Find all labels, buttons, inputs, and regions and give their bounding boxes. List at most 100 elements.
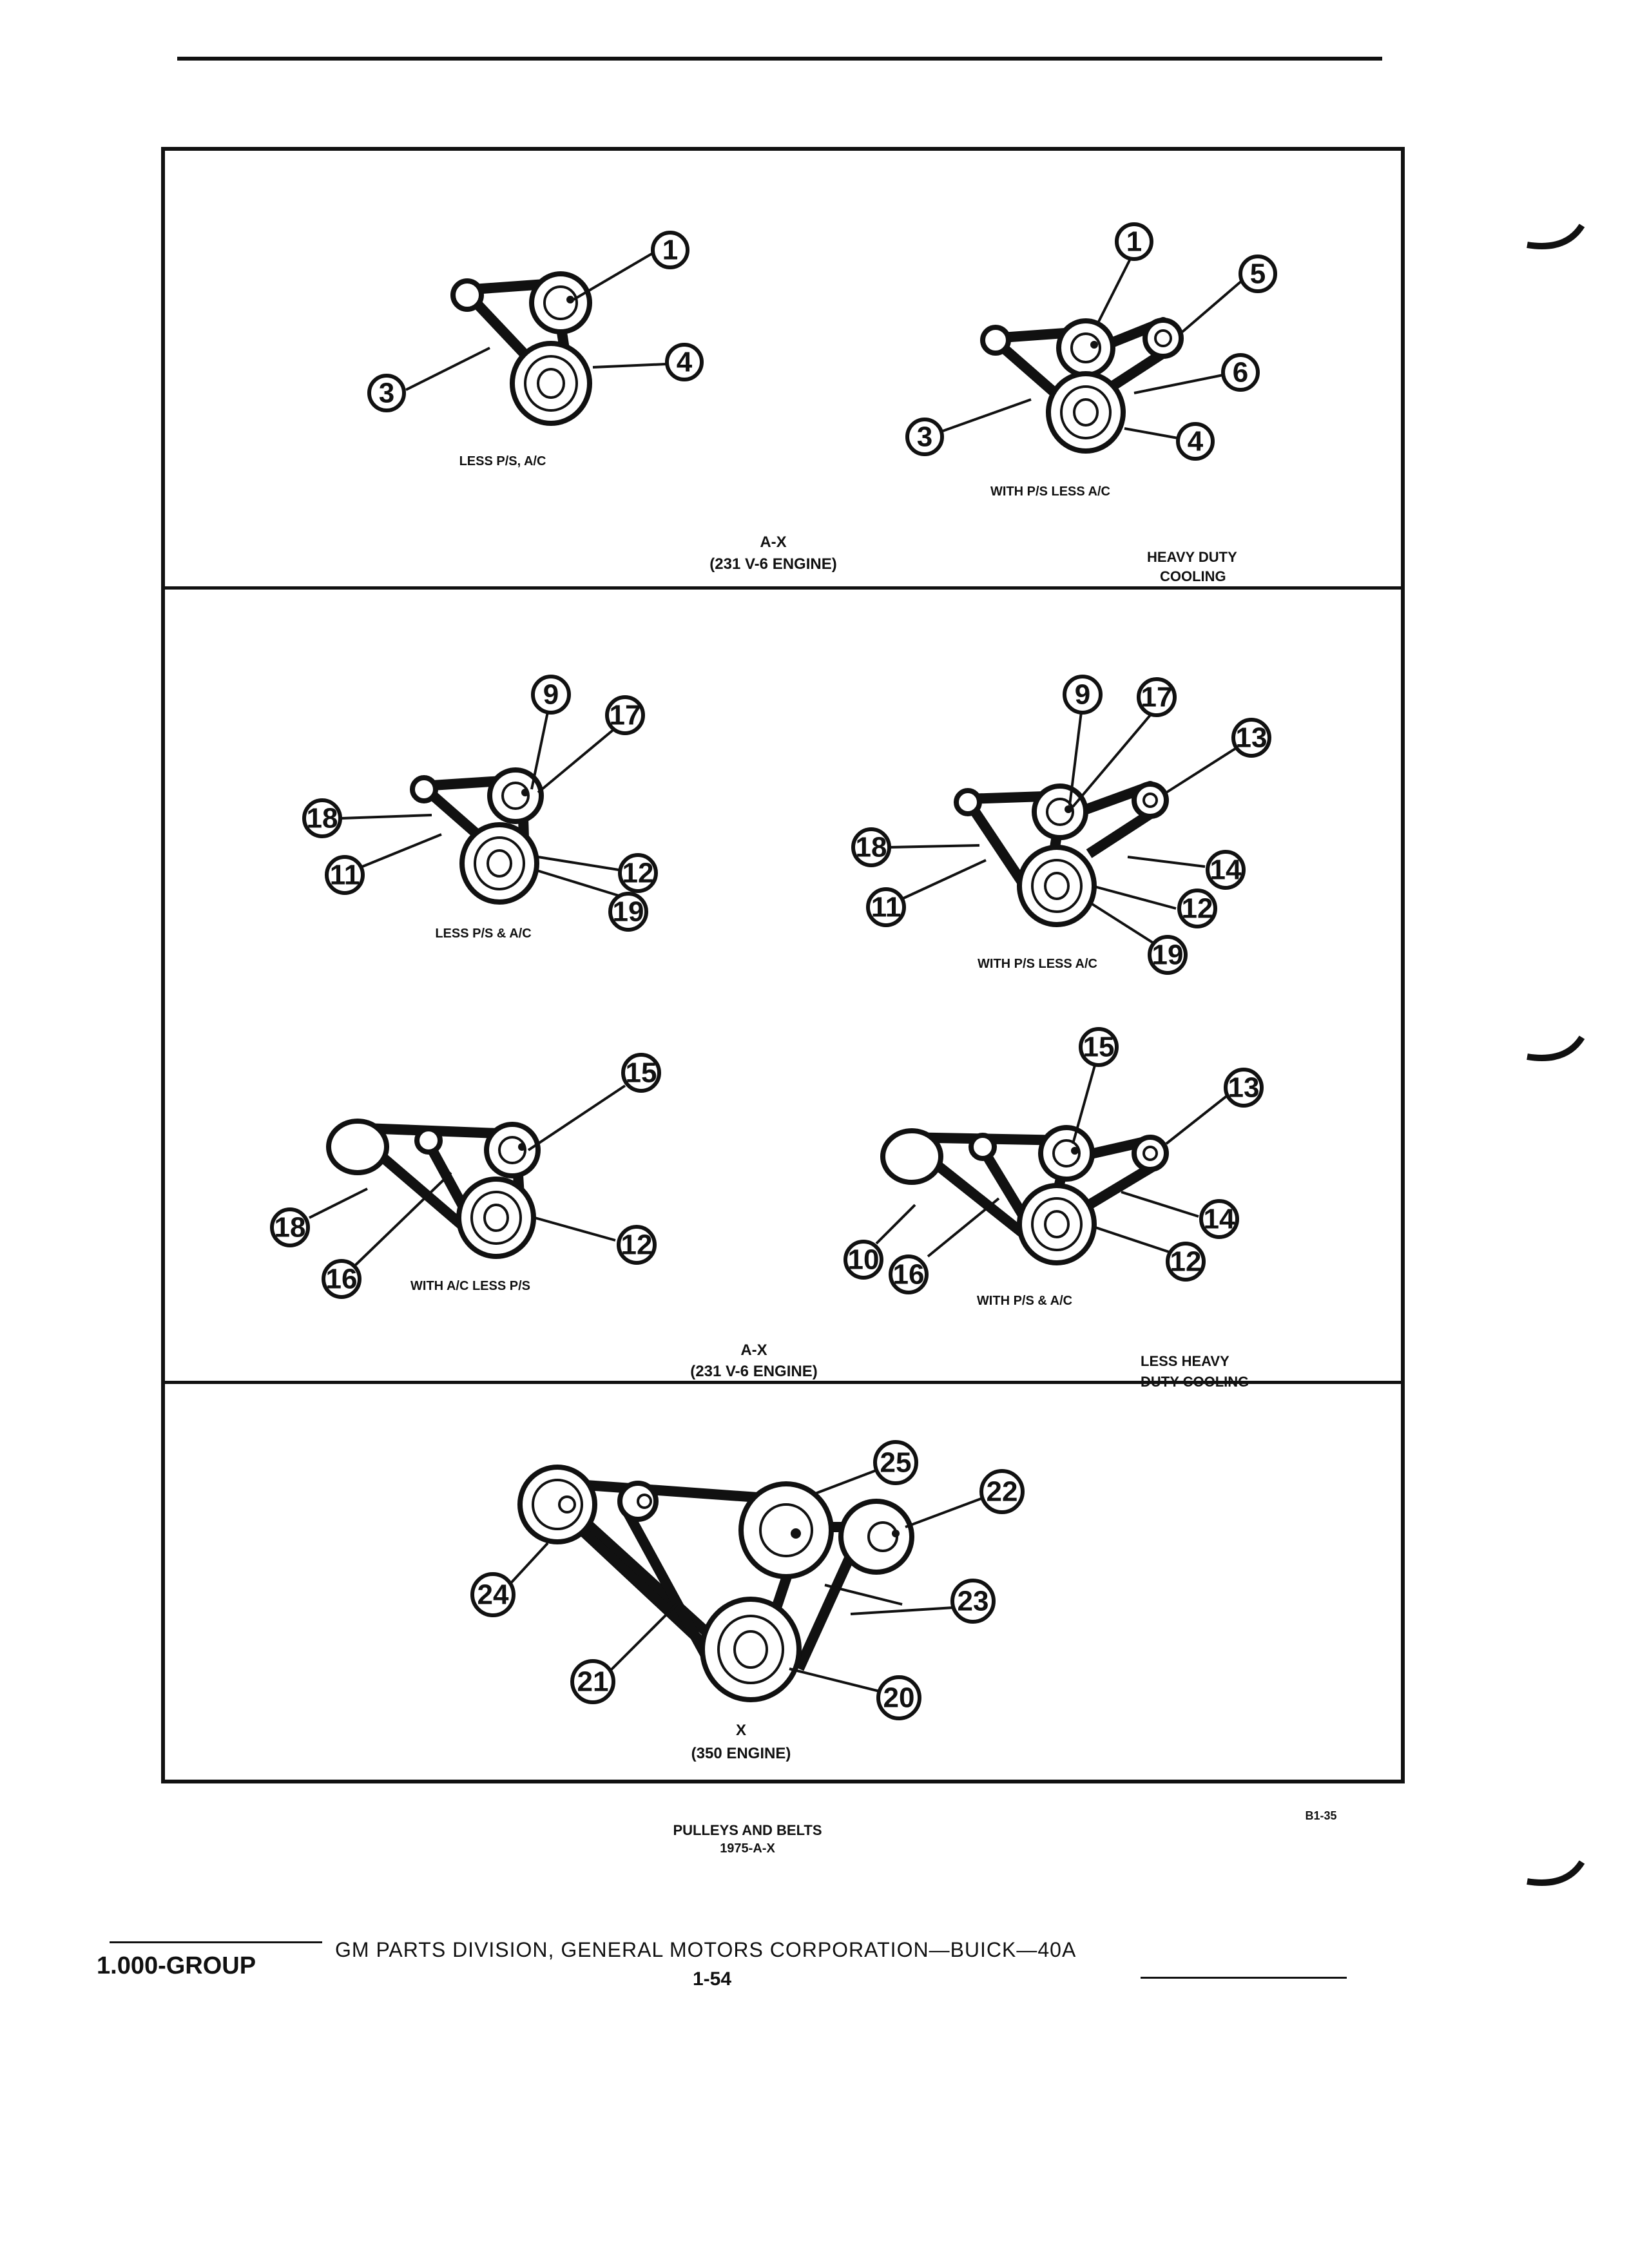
diagram-frame — [161, 147, 1405, 1783]
callout-10: 10 — [843, 1240, 883, 1280]
svg-text:4: 4 — [1188, 426, 1204, 457]
belt-drawing — [954, 781, 1169, 927]
svg-text:19: 19 — [1152, 939, 1184, 971]
caption-less-ps-ac: LESS P/S, A/C — [459, 454, 546, 468]
callout-6: 6 — [1221, 353, 1260, 392]
caption-with-ps-and-ac: WITH P/S & A/C — [976, 1294, 1073, 1308]
belt-drawing — [326, 1119, 541, 1259]
callout-13: 13 — [1231, 718, 1271, 758]
belt-drawing — [880, 1125, 1169, 1265]
callout-19: 19 — [608, 892, 648, 932]
belt-drawing — [410, 767, 544, 905]
top-left-belt-diagram: 1 3 4 — [367, 231, 704, 426]
svg-text:5: 5 — [1250, 258, 1266, 290]
footer-rule-right — [1141, 1977, 1347, 1979]
middle-d3-belt-diagram: 15 18 16 12 — [270, 1053, 661, 1299]
panel-divider-2 — [161, 1381, 1405, 1384]
callout-12: 12 — [617, 1225, 657, 1265]
svg-text:18: 18 — [856, 832, 887, 863]
belt-drawing — [450, 271, 592, 426]
figure-title-line2: 1975-A-X — [720, 1841, 775, 1856]
callout-4: 4 — [1176, 422, 1215, 461]
callout-11: 11 — [325, 855, 365, 895]
middle-engine-line1: A-X — [740, 1341, 767, 1359]
svg-text:17: 17 — [610, 700, 641, 731]
svg-text:17: 17 — [1141, 682, 1173, 713]
middle-engine-line2: (231 V-6 ENGINE) — [690, 1363, 818, 1380]
svg-text:19: 19 — [613, 896, 644, 928]
callout-25: 25 — [873, 1440, 918, 1485]
callout-15: 15 — [621, 1053, 661, 1093]
svg-text:21: 21 — [577, 1666, 609, 1698]
svg-text:12: 12 — [622, 858, 654, 889]
footer-rule-left — [110, 1941, 322, 1943]
callout-4: 4 — [665, 343, 704, 381]
panel-divider-1 — [161, 586, 1405, 590]
figure-title-line1: PULLEYS AND BELTS — [673, 1822, 822, 1838]
top-right-belt-diagram: 1 5 6 3 4 — [905, 222, 1277, 461]
callout-22: 22 — [979, 1469, 1025, 1514]
caption-less-ps-and-ac: LESS P/S & A/C — [435, 927, 532, 941]
svg-text:11: 11 — [330, 860, 360, 891]
callout-16: 16 — [889, 1254, 929, 1294]
caption-with-ps-less-ac-middle: WITH P/S LESS A/C — [978, 957, 1097, 971]
svg-text:18: 18 — [307, 803, 338, 834]
svg-text:11: 11 — [871, 892, 901, 923]
middle-d2-belt-diagram: 9 17 13 18 14 11 12 19 — [851, 675, 1271, 975]
svg-text:18: 18 — [275, 1212, 306, 1244]
top-rule — [177, 57, 1382, 61]
callout-19: 19 — [1148, 935, 1188, 975]
svg-text:3: 3 — [917, 421, 932, 453]
callout-18: 18 — [270, 1207, 310, 1247]
footer-page: 1-54 — [693, 1968, 732, 1990]
svg-text:14: 14 — [1204, 1204, 1235, 1235]
binder-hole-marks — [1527, 224, 1585, 1886]
footer-group: 1.000-GROUP — [97, 1952, 256, 1979]
caption-with-ac-less-ps: WITH A/C LESS P/S — [410, 1279, 530, 1293]
middle-d4-belt-diagram: 15 13 14 10 16 12 — [843, 1027, 1264, 1294]
svg-text:14: 14 — [1210, 854, 1242, 886]
middle-d1-belt-diagram: 9 17 18 11 12 19 — [302, 675, 658, 932]
bottom-engine-line2: (350 ENGINE) — [691, 1745, 791, 1762]
callout-24: 24 — [470, 1572, 516, 1617]
svg-text:13: 13 — [1228, 1072, 1260, 1104]
bottom-engine-line1: X — [735, 1722, 746, 1739]
svg-text:10: 10 — [848, 1244, 880, 1276]
callout-12: 12 — [1166, 1242, 1206, 1282]
belt-drawing — [517, 1465, 914, 1702]
callout-23: 23 — [950, 1579, 996, 1624]
callout-21: 21 — [570, 1659, 615, 1704]
top-note-line2: COOLING — [1160, 568, 1226, 584]
callout-1: 1 — [651, 231, 689, 269]
svg-text:1: 1 — [1126, 226, 1142, 258]
callout-3: 3 — [367, 374, 406, 412]
callout-9: 9 — [1063, 675, 1103, 715]
svg-text:9: 9 — [1075, 679, 1090, 711]
callout-9: 9 — [531, 675, 571, 715]
bottom-belt-diagram: 25 22 24 23 21 20 — [470, 1440, 1025, 1720]
svg-text:15: 15 — [626, 1057, 657, 1089]
svg-text:13: 13 — [1236, 722, 1268, 754]
footer-publisher: GM PARTS DIVISION, GENERAL MOTORS CORPOR… — [335, 1938, 1077, 1961]
svg-text:16: 16 — [326, 1264, 358, 1295]
svg-text:4: 4 — [677, 347, 693, 378]
callout-17: 17 — [605, 695, 645, 735]
svg-text:23: 23 — [958, 1586, 989, 1617]
top-engine-line2: (231 V-6 ENGINE) — [709, 555, 837, 573]
middle-note-line1: LESS HEAVY — [1141, 1353, 1229, 1369]
callout-3: 3 — [905, 418, 944, 456]
callout-18: 18 — [302, 798, 342, 838]
svg-text:22: 22 — [987, 1476, 1018, 1508]
svg-text:24: 24 — [477, 1579, 509, 1611]
middle-note-line2: DUTY COOLING — [1141, 1374, 1249, 1390]
callout-13: 13 — [1224, 1068, 1264, 1108]
svg-text:12: 12 — [621, 1229, 653, 1261]
callout-1: 1 — [1115, 222, 1153, 261]
belt-drawing — [980, 317, 1184, 454]
callout-5: 5 — [1239, 255, 1277, 293]
figure-id: B1-35 — [1305, 1809, 1337, 1822]
callout-14: 14 — [1206, 850, 1246, 890]
svg-text:9: 9 — [543, 679, 559, 711]
callout-11: 11 — [866, 887, 906, 927]
svg-text:25: 25 — [880, 1447, 912, 1479]
